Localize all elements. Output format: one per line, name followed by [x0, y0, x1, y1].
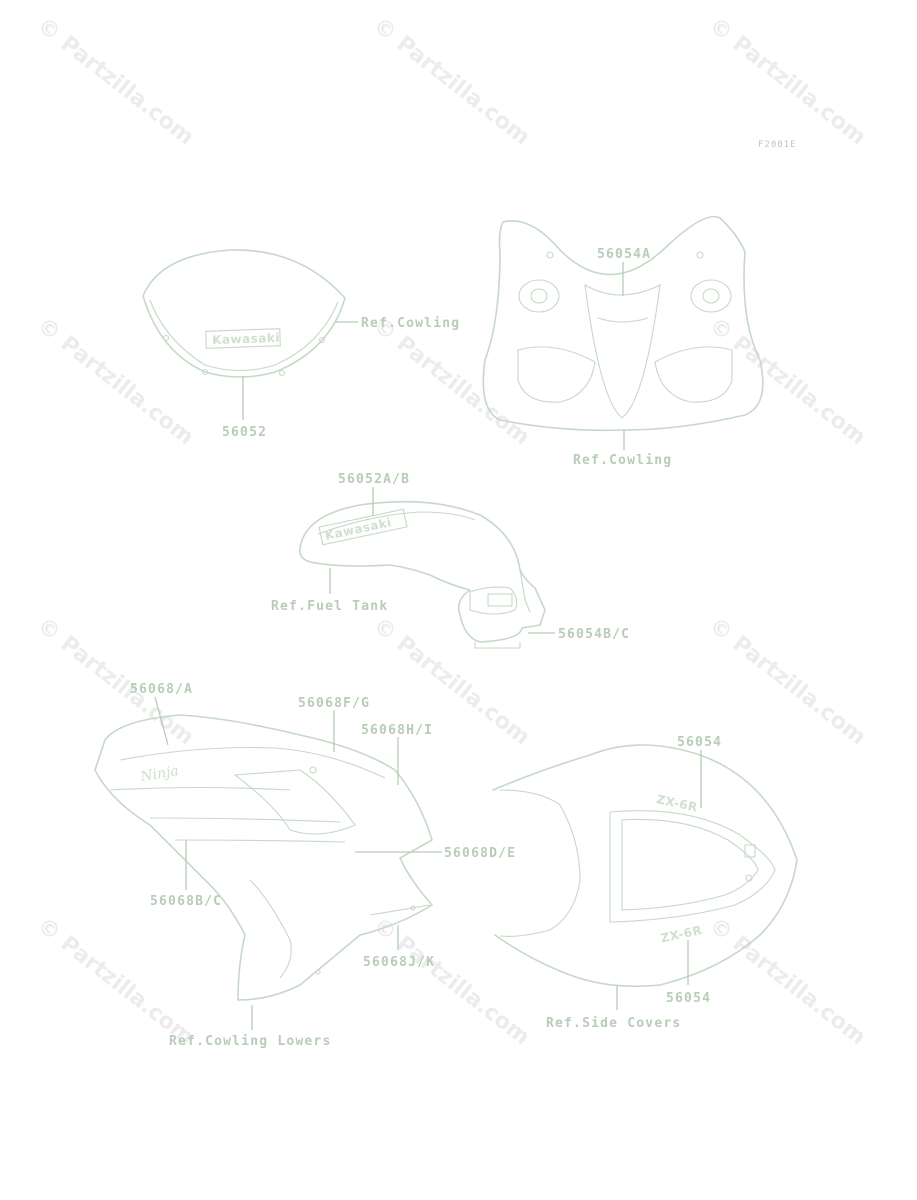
watermark: © Partzilla.com [704, 613, 870, 750]
watermark: © Partzilla.com [32, 13, 198, 150]
kawasaki-decal-text: Kawasaki [212, 331, 280, 347]
label-tail-ref: Ref.Side Covers [546, 1016, 681, 1031]
upper-cowling-drawing [482, 215, 764, 432]
label-lower-bc: 56068B/C [150, 894, 222, 909]
label-tail-top-part: 56054 [677, 735, 722, 750]
label-tank-side-part: 56054B/C [558, 627, 630, 642]
label-lower-hi: 56068H/I [361, 723, 433, 738]
label-lower-fg: 56068F/G [298, 696, 370, 711]
label-tank-ref: Ref.Fuel Tank [271, 599, 388, 614]
label-lower-de: 56068D/E [444, 846, 516, 861]
label-lower-ref: Ref.Cowling Lowers [169, 1034, 331, 1049]
watermark: © Partzilla.com [368, 913, 534, 1050]
label-upper-cowl-part: 56054A [597, 247, 651, 262]
label-lower-jk: 56068J/K [363, 955, 435, 970]
label-lower-a: 56068/A [130, 682, 193, 697]
watermark: © Partzilla.com [704, 913, 870, 1050]
figure-code: F2001E [758, 140, 797, 150]
watermark: © Partzilla.com [32, 313, 198, 450]
label-windshield-ref: Ref.Cowling [361, 316, 460, 331]
watermark: © Partzilla.com [368, 13, 534, 150]
zx6r-decal-text: ZX-6R [659, 923, 703, 945]
watermark: © Partzilla.com [704, 13, 870, 150]
ninja-decal-text: Ninja [138, 763, 180, 786]
label-tank-part: 56052A/B [338, 472, 410, 487]
watermark: © Partzilla.com [32, 913, 198, 1050]
windshield-drawing: Kawasaki [142, 249, 346, 378]
watermark: © Partzilla.com [704, 313, 870, 450]
label-windshield-part: 56052 [222, 425, 267, 440]
label-upper-cowl-ref: Ref.Cowling [573, 453, 672, 468]
label-tail-bottom-part: 56054 [666, 991, 711, 1006]
lower-cowling-drawing: Ninja [94, 714, 433, 1001]
watermark: © Partzilla.com [368, 313, 534, 450]
fuel-tank-drawing: Kawasaki [298, 500, 546, 649]
